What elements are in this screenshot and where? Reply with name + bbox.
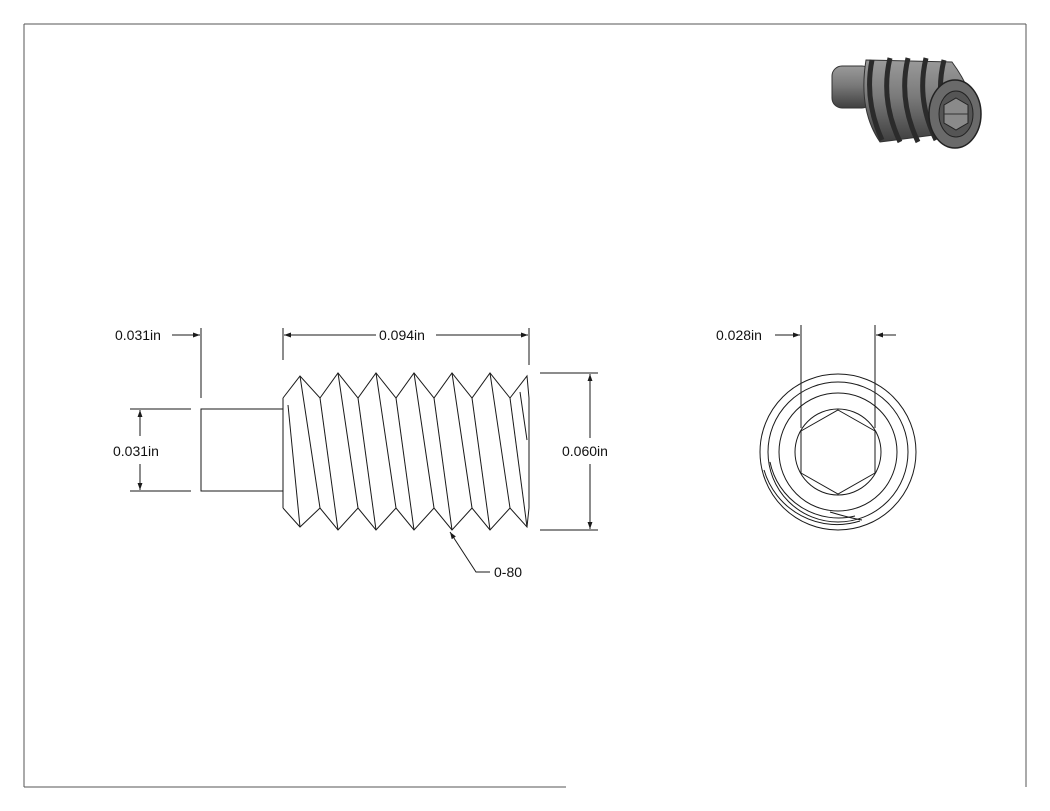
sheet-border xyxy=(23,23,1027,788)
pin-diameter-dimension: 0.031in xyxy=(113,443,159,459)
side-dimensions xyxy=(130,328,598,573)
thread-crests xyxy=(287,372,528,531)
thread-diameter-dimension: 0.060in xyxy=(562,443,608,459)
hex-size-dimension: 0.028in xyxy=(716,327,762,343)
hex-socket xyxy=(800,409,876,495)
side-view xyxy=(200,372,530,531)
thread-callout: 0-80 xyxy=(494,564,523,580)
pin-length-dimension: 0.031in xyxy=(115,327,161,343)
end-view xyxy=(759,325,917,531)
thread-length-dimension: 0.094in xyxy=(379,327,425,343)
dog-point-pin xyxy=(200,408,284,492)
thread-profile-bottom xyxy=(282,507,530,531)
isometric-render xyxy=(831,57,982,149)
